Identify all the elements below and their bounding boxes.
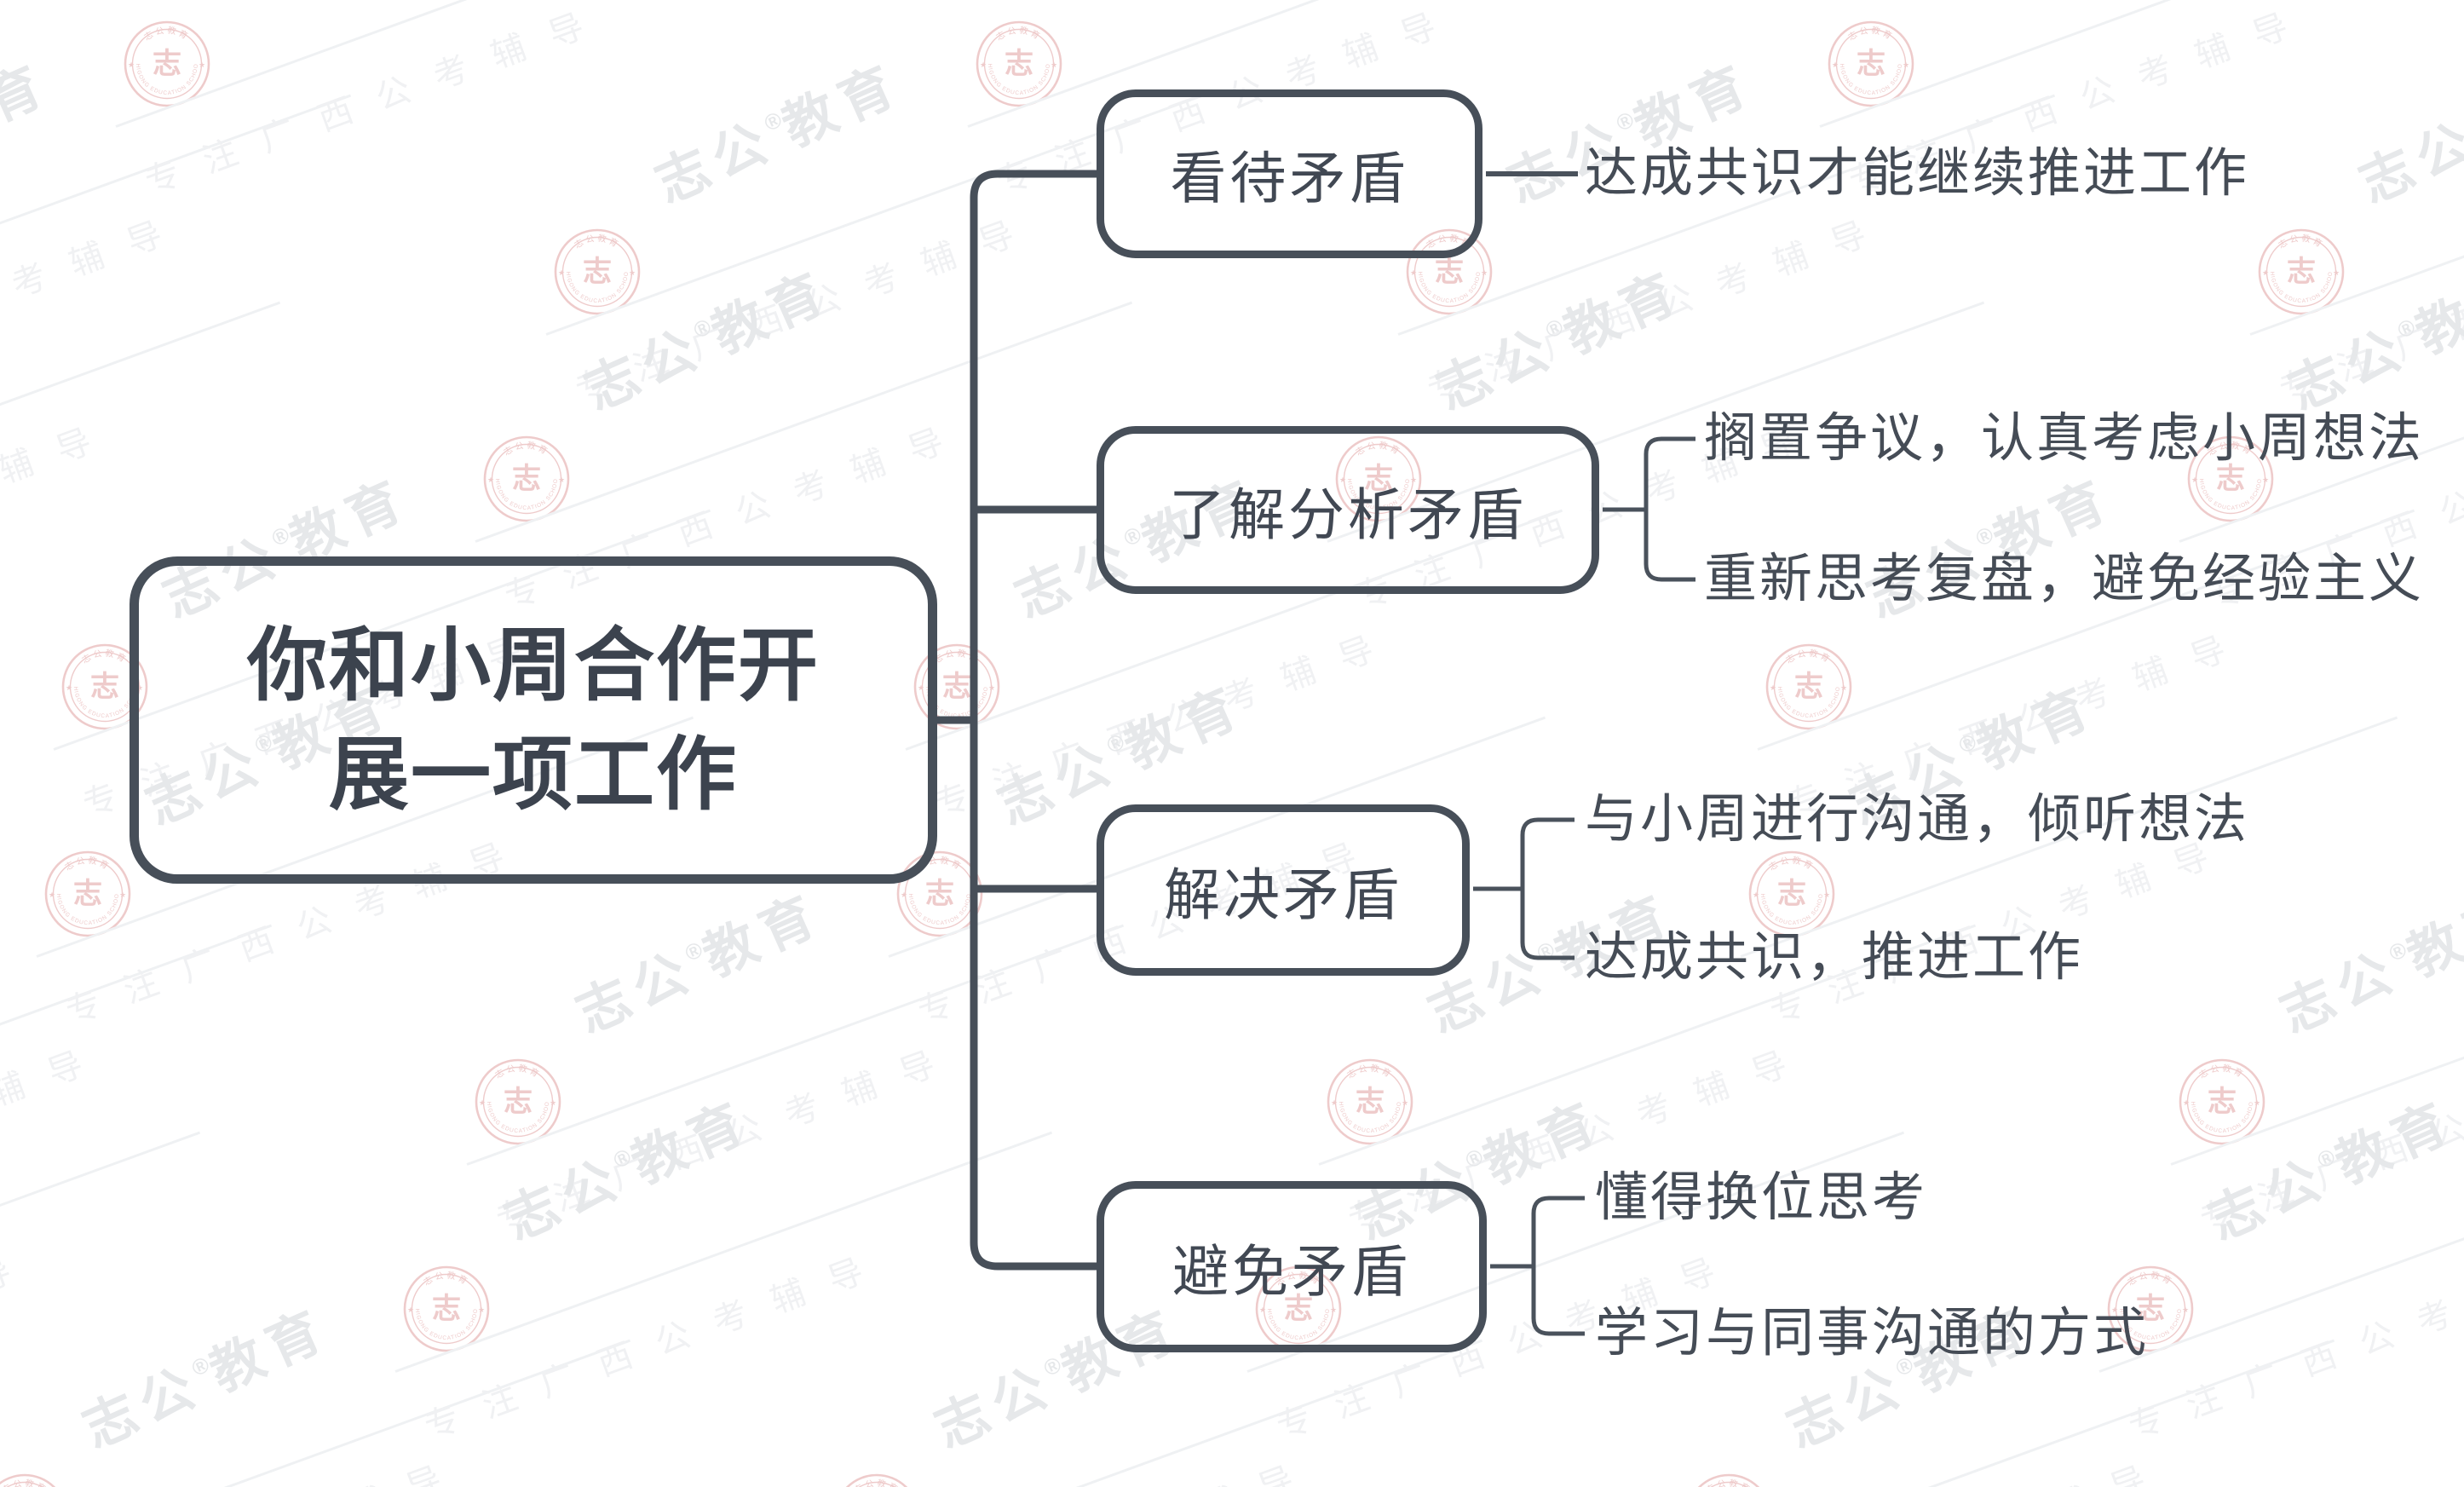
branch-label: 了解分析矛盾 xyxy=(1169,482,1527,546)
root-node-label: 你和小周合作开 展一项工作 xyxy=(247,611,820,829)
child-node-text[interactable]: 搁置争议，认真考虑小周想法 xyxy=(1704,409,2425,468)
child-node-text[interactable]: 达成共识，推进工作 xyxy=(1585,928,2084,987)
branch-label: 避免矛盾 xyxy=(1172,1239,1411,1303)
branch-node-view-conflict[interactable]: 看待矛盾 xyxy=(1097,89,1482,258)
branch-node-analyze-conflict[interactable]: 了解分析矛盾 xyxy=(1097,426,1599,594)
child-node-text[interactable]: 达成共识才能继续推进工作 xyxy=(1585,144,2250,203)
trunk-line xyxy=(970,170,1100,1271)
branch2-child-bracket xyxy=(1644,436,1695,582)
child-node-text[interactable]: 学习与同事沟通的方式 xyxy=(1595,1304,2150,1363)
branch-node-avoid-conflict[interactable]: 避免矛盾 xyxy=(1097,1181,1487,1352)
branch4-child-bracket xyxy=(1531,1196,1585,1336)
root-label-line1: 你和小周合作开 xyxy=(246,620,820,710)
child-node-text[interactable]: 重新思考复盘，避免经验主义 xyxy=(1704,550,2425,608)
branch-label: 解决矛盾 xyxy=(1164,862,1402,926)
branch3-child-bracket xyxy=(1520,817,1575,960)
branch-label: 看待矛盾 xyxy=(1170,147,1409,210)
mindmap-root-node[interactable]: 你和小周合作开 展一项工作 xyxy=(130,556,937,884)
root-label-line2: 展一项工作 xyxy=(328,729,738,819)
branch-node-resolve-conflict[interactable]: 解决矛盾 xyxy=(1097,804,1470,976)
child-node-text[interactable]: 与小周进行沟通，倾听想法 xyxy=(1585,790,2250,849)
child-node-text[interactable]: 懂得换位思考 xyxy=(1595,1168,1928,1227)
